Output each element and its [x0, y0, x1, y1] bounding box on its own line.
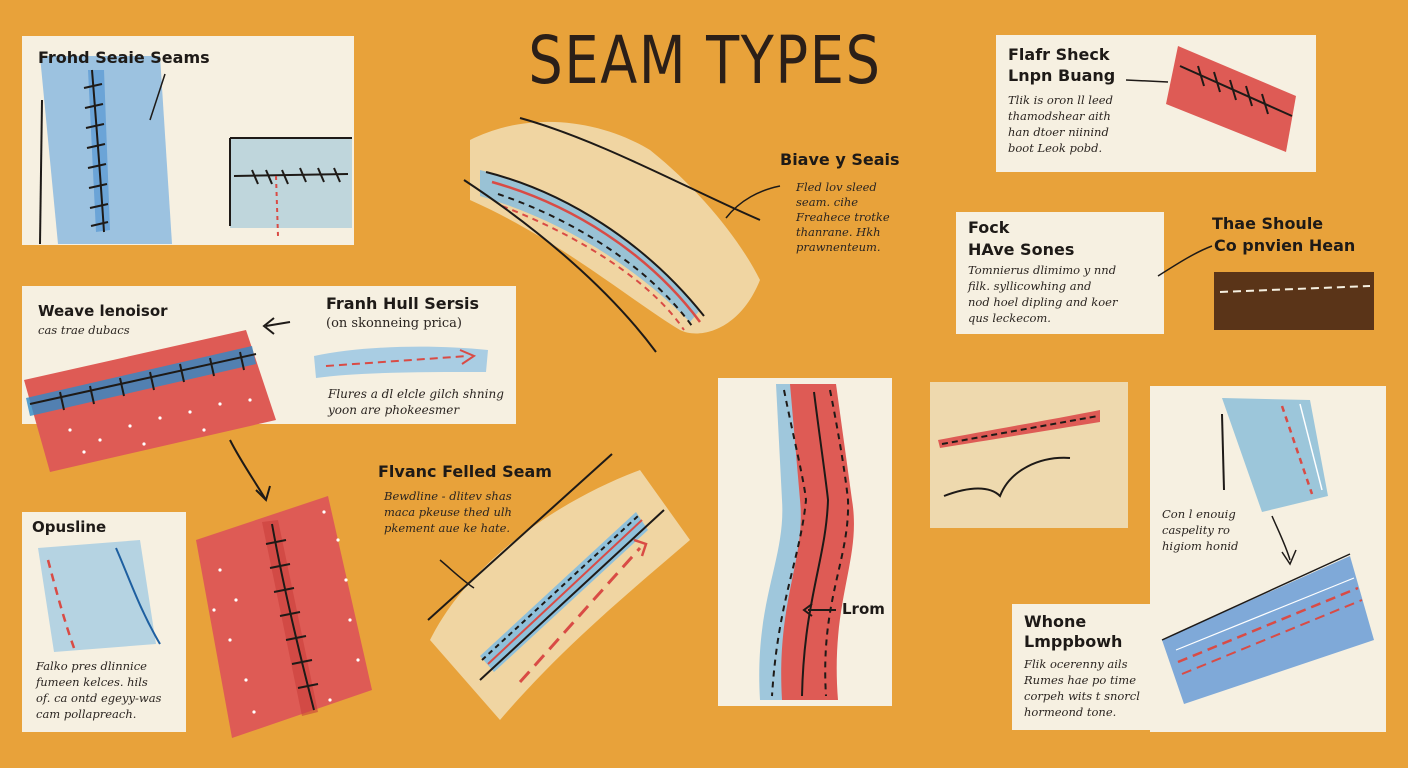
frank-blue-smudge	[314, 346, 488, 378]
thae-heading-2: Co pnvien Hean	[1214, 236, 1356, 255]
flat-heading-2: Lnpn Buang	[1008, 66, 1116, 85]
brown-fabric-strip	[1157, 245, 1374, 330]
flat-description: Tlik is oron ll leed thamodshear aith ha…	[1008, 93, 1113, 155]
flat-shank-red-fabric	[1125, 46, 1296, 152]
whone-heading-1: Whone	[1024, 612, 1087, 631]
frank-heading: Franh Hull Sersis	[326, 294, 480, 313]
opusline-description: Falko pres dlinnice fumeen kelces. hils …	[36, 659, 162, 721]
felled-description: Bewdline - dlitev shas maca pkeuse thed …	[384, 489, 512, 535]
fock-heading-1: Fock	[968, 218, 1010, 237]
page-title: SEAM TYPES	[528, 22, 882, 99]
thae-heading-1: Thae Shoule	[1212, 214, 1324, 233]
felled-heading: Flvanc Felled Seam	[378, 462, 552, 481]
top-left-blue-fabric	[39, 56, 172, 245]
opusline-fabric	[38, 540, 161, 652]
fock-description: Tomnierus dlimimo y nnd filk. syllicowhi…	[968, 263, 1118, 325]
frank-description: Flures a dl elcle gilch shning yoon are …	[328, 387, 504, 417]
bias-heading: Biave y Seais	[780, 150, 900, 169]
top-left-heading: Frohd Seaie Seams	[38, 48, 210, 67]
folded-seam-sample	[229, 137, 352, 237]
weave-subtext: cas trae dubacs	[38, 323, 130, 337]
conl-description: Con l enouig caspelity ro higiom honid	[1162, 507, 1239, 553]
lrom-label: Lrom	[842, 600, 885, 618]
felled-seam-fabric	[427, 453, 690, 720]
weave-heading: Weave lenoisor	[38, 302, 168, 320]
whone-description: Flik ocerenny ails Rumes hae po time cor…	[1024, 657, 1140, 719]
flat-heading-1: Flafr Sheck	[1008, 45, 1110, 64]
whone-label-panel	[1012, 604, 1172, 730]
fock-heading-2: HAve Sones	[968, 240, 1075, 259]
curved-vertical-seam	[759, 384, 854, 700]
frank-subheading: (on skonneing prica)	[326, 316, 462, 331]
blue-fabric-strips	[1161, 398, 1374, 704]
bias-description: Fled lov sleed seam. cihe Freahece trotk…	[796, 180, 890, 254]
opusline-heading: Opusline	[32, 518, 107, 536]
small-curve-sample	[938, 410, 1100, 498]
curve-panel	[930, 382, 1128, 528]
weave-red-fabric	[24, 317, 291, 502]
fock-panel	[956, 212, 1164, 334]
bias-seam-fabric	[463, 117, 781, 353]
red-fabric-panel	[196, 496, 372, 738]
whone-heading-2: Lmppbowh	[1024, 632, 1123, 651]
